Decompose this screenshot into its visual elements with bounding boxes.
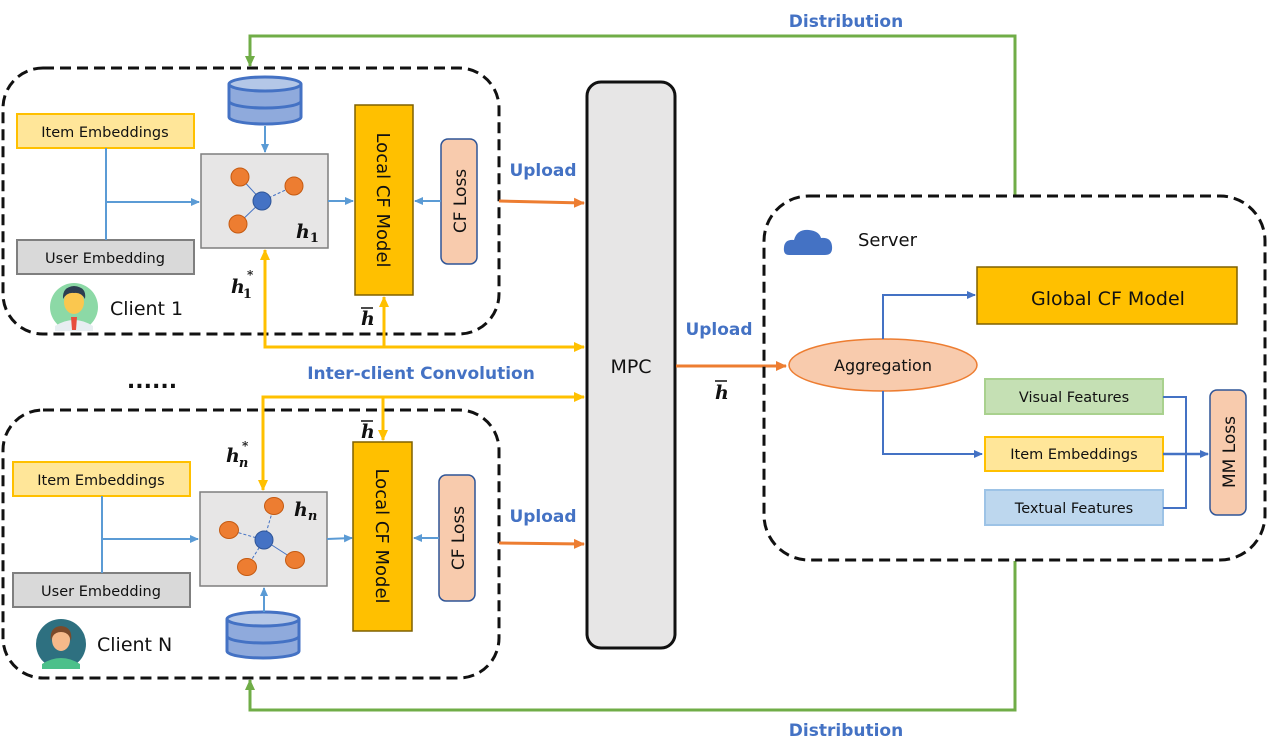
inter-client-convolution-label: Inter-client Convolution bbox=[307, 364, 535, 384]
client-n-h-bar: h bbox=[361, 420, 375, 443]
global-cf-model: Global CF Model bbox=[976, 266, 1238, 325]
server-panel: Server Aggregation Global CF Model Visua… bbox=[762, 194, 1267, 562]
graph-leaf-node bbox=[228, 214, 248, 234]
more-clients-ellipsis: ...... bbox=[127, 369, 177, 394]
client-1-name: Client 1 bbox=[110, 298, 183, 320]
distribution-label-bottom: Distribution bbox=[789, 721, 903, 741]
graph-leaf-node bbox=[284, 176, 304, 196]
graph-leaf-node bbox=[285, 551, 305, 569]
client-n-boundary bbox=[1, 408, 501, 680]
svg-text:Local CF Model: Local CF Model bbox=[371, 468, 392, 603]
graph-leaf-node bbox=[219, 521, 239, 539]
svg-text:h: h bbox=[361, 421, 375, 443]
svg-text:MM Loss: MM Loss bbox=[1220, 416, 1240, 488]
client-1-panel: Item Embeddings User Embedding h1 bbox=[1, 66, 501, 336]
cloud-icon bbox=[783, 229, 833, 255]
svg-text:User Embedding: User Embedding bbox=[41, 584, 161, 600]
client-1-h-local: h1 bbox=[296, 221, 319, 246]
svg-text:h: h bbox=[361, 308, 375, 330]
client-n-database-icon bbox=[225, 610, 301, 660]
textual-features-box: Textual Features bbox=[984, 489, 1164, 526]
client-1-avatar bbox=[50, 283, 98, 331]
server-h-bar: h bbox=[715, 380, 729, 404]
svg-text:Item Embeddings: Item Embeddings bbox=[1010, 447, 1137, 463]
client-1-h-bar: h bbox=[361, 307, 375, 330]
upload-arrow-client-n bbox=[498, 538, 585, 549]
visual-features-box: Visual Features bbox=[984, 378, 1164, 415]
svg-text:Textual Features: Textual Features bbox=[1014, 501, 1133, 517]
svg-text:Item Embeddings: Item Embeddings bbox=[37, 473, 164, 489]
client-1-cf-loss: CF Loss bbox=[440, 138, 478, 265]
client-n-local-cf-model: Local CF Model bbox=[352, 441, 413, 632]
client-n-cf-loss: CF Loss bbox=[438, 474, 476, 602]
client-n-h-star: hn bbox=[226, 445, 248, 471]
server-boundary bbox=[762, 194, 1267, 562]
mpc-block: MPC bbox=[585, 80, 677, 650]
client-n-graph-box: hn bbox=[199, 491, 328, 587]
svg-text:Global CF Model: Global CF Model bbox=[1031, 288, 1185, 310]
upload-label-client-n: Upload bbox=[509, 507, 576, 527]
graph-leaf-node bbox=[237, 558, 257, 576]
client-n-panel: Item Embeddings User Embedding hn bbox=[1, 408, 501, 680]
upload-label-client-1: Upload bbox=[509, 161, 576, 181]
svg-text:User Embedding: User Embedding bbox=[45, 251, 165, 267]
client-1-h-star: h1 bbox=[231, 276, 252, 302]
svg-text:Item Embeddings: Item Embeddings bbox=[41, 125, 168, 141]
server-item-embeddings-box: Item Embeddings bbox=[984, 436, 1164, 472]
client-n-name: Client N bbox=[97, 634, 172, 656]
upload-label-server: Upload bbox=[685, 320, 752, 340]
mm-loss: MM Loss bbox=[1209, 389, 1247, 516]
svg-text:MPC: MPC bbox=[610, 356, 651, 378]
graph-center-node bbox=[254, 530, 274, 550]
client-1-local-cf-model: Local CF Model bbox=[354, 104, 414, 296]
distribution-label-top: Distribution bbox=[789, 12, 903, 32]
client-n-h-local: hn bbox=[294, 499, 317, 524]
distribution-arrow-top bbox=[245, 34, 1017, 195]
upload-arrow-client-1 bbox=[498, 197, 585, 208]
client-1-database-icon bbox=[227, 75, 303, 126]
svg-text:*: * bbox=[247, 268, 254, 282]
svg-text:Local CF Model: Local CF Model bbox=[372, 132, 393, 267]
graph-leaf-node bbox=[230, 167, 250, 187]
inter-client-convolution-arrows bbox=[258, 249, 585, 491]
distribution-arrow-bottom bbox=[245, 561, 1017, 712]
svg-text:CF Loss: CF Loss bbox=[449, 506, 469, 570]
svg-text:Visual Features: Visual Features bbox=[1019, 390, 1129, 406]
graph-leaf-node bbox=[264, 497, 284, 515]
svg-text:Aggregation: Aggregation bbox=[834, 356, 932, 375]
client-1-graph-box: h1 bbox=[200, 153, 329, 249]
client-n-avatar bbox=[36, 619, 86, 669]
aggregation-node: Aggregation bbox=[788, 338, 978, 392]
svg-text:CF Loss: CF Loss bbox=[451, 169, 471, 233]
client-1-user-embedding-box: User Embedding bbox=[16, 239, 195, 275]
svg-text:*: * bbox=[242, 439, 249, 453]
graph-center-node bbox=[252, 191, 272, 211]
server-name: Server bbox=[858, 230, 918, 251]
client-1-item-embeddings-box: Item Embeddings bbox=[16, 113, 195, 149]
client-n-user-embedding-box: User Embedding bbox=[12, 572, 191, 608]
svg-text:h: h bbox=[715, 382, 729, 404]
client-n-item-embeddings-box: Item Embeddings bbox=[12, 461, 191, 497]
